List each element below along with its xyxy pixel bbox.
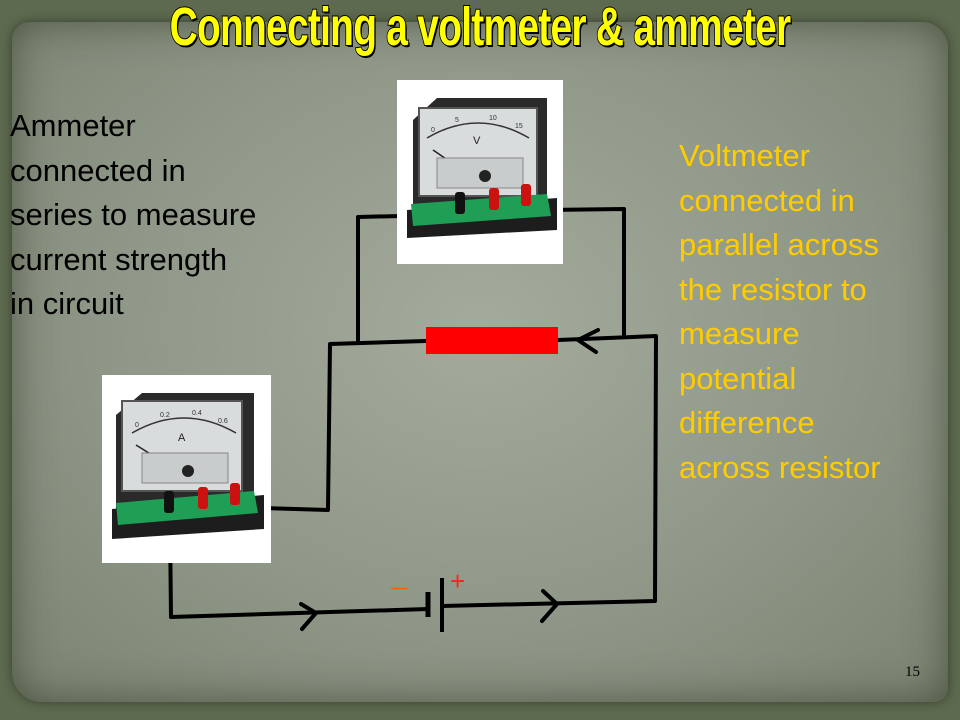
current-arrow-bottom-left: [299, 602, 320, 631]
voltmeter-image: 0 5 10 15 V: [397, 80, 563, 264]
current-arrow-resistor: [574, 328, 600, 354]
ammeter-text-line: current strength: [10, 241, 228, 277]
wire-resistor-left: [260, 339, 428, 512]
voltmeter-text-line: difference: [679, 405, 815, 440]
ammeter-text-line: connected in: [10, 152, 186, 188]
resistor: [426, 327, 558, 354]
page-number: 15: [905, 664, 920, 680]
ammeter-scale-3: 0.6: [218, 418, 228, 425]
voltmeter-text-line: across resistor: [679, 449, 881, 485]
voltmeter-text-line: measure: [679, 316, 800, 351]
voltmeter-text-line: the resistor to: [679, 271, 867, 307]
voltmeter-text-line: potential: [679, 360, 797, 396]
voltmeter-scale-3: 15: [515, 123, 523, 130]
ammeter-image: 0 0.2 0.4 0.6 A: [102, 375, 271, 563]
ammeter-letter: A: [178, 432, 186, 444]
ammeter-text-line: series to measure: [10, 197, 257, 232]
ammeter-text-line: in circuit: [10, 286, 124, 321]
voltmeter-description: Voltmeter connected in parallel across t…: [679, 134, 881, 490]
voltmeter-scale-0: 0: [431, 127, 435, 134]
voltmeter-scale-2: 10: [489, 115, 497, 122]
voltmeter-letter: V: [473, 135, 481, 147]
voltmeter-text-line: Voltmeter: [679, 138, 810, 173]
voltmeter-text-line: parallel across: [679, 227, 879, 262]
current-arrow-bottom-right: [540, 589, 560, 623]
ammeter-description: Ammeter connected in series to measure c…: [10, 104, 256, 327]
battery-minus-sign: –: [391, 570, 408, 603]
ammeter-scale-1: 0.2: [160, 412, 170, 419]
wire-resistor-right: [440, 334, 658, 608]
wire-voltmeter-right: [543, 207, 626, 339]
ammeter-scale-0: 0: [135, 422, 139, 429]
ammeter-text-line: Ammeter: [10, 108, 136, 143]
battery-plus-sign: +: [450, 566, 466, 596]
slide-title: Connecting a voltmeter & ammeter: [169, 0, 792, 58]
voltmeter-scale-1: 5: [455, 117, 459, 124]
ammeter-scale-2: 0.4: [192, 410, 202, 417]
voltmeter-text-line: connected in: [679, 182, 855, 218]
